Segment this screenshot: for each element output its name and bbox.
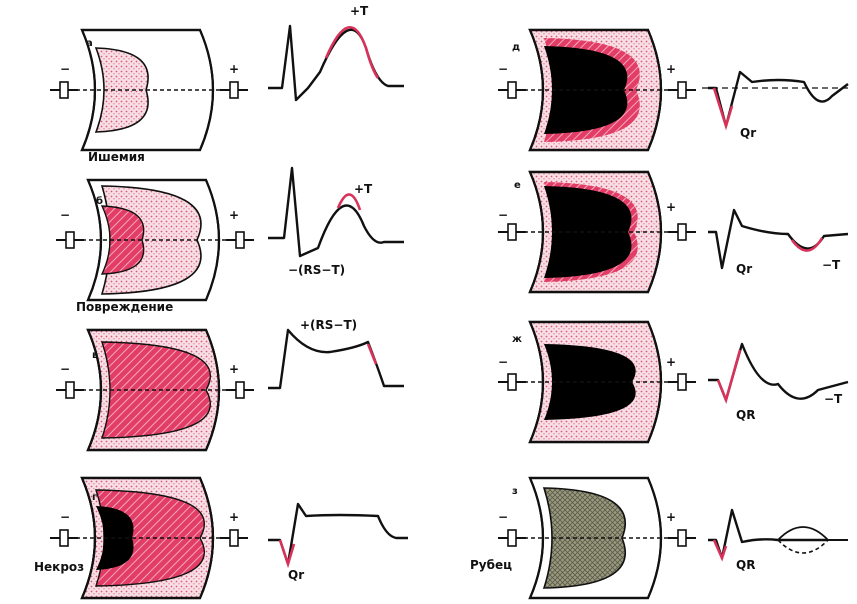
panel-h-wave-label: QR	[736, 558, 755, 572]
electrode-right-body	[230, 82, 238, 98]
panel-b-zone-label: Повреждение	[76, 300, 173, 314]
panel-g-electrode-right: +	[666, 355, 676, 369]
panel-h-electrode-right: +	[666, 510, 676, 524]
electrode-left-body	[60, 530, 68, 546]
wave-positive-t	[778, 527, 828, 540]
panel-d-zone-label: Некроз	[34, 560, 84, 574]
panel-c-electrode-left: −	[60, 362, 70, 376]
panel-f-wave-label-2: −T	[822, 258, 840, 272]
electrode-left-body	[66, 382, 74, 398]
panel-c	[56, 330, 404, 450]
panel-c-electrode-right: +	[229, 362, 239, 376]
panel-h-zone-label: Рубец	[470, 558, 512, 572]
panel-d-wave-label: Qr	[288, 568, 304, 582]
panel-b	[56, 168, 404, 300]
panel-a-zone-label: Ишемия	[88, 150, 145, 164]
panel-a-electrode-right: +	[229, 62, 239, 76]
electrode-left-body	[508, 530, 516, 546]
ecg-wave	[268, 168, 404, 256]
panel-f-letter: е	[514, 180, 521, 191]
panel-e-electrode-right: +	[666, 62, 676, 76]
panel-d	[50, 478, 408, 598]
panel-b-wave-label-2: −(RS−T)	[288, 263, 345, 277]
panel-d-electrode-left: −	[60, 510, 70, 524]
panel-b-electrode-right: +	[229, 208, 239, 222]
ecg-wave	[708, 510, 828, 558]
ecg-wave	[268, 504, 408, 564]
panel-f-wave-label: Qr	[736, 262, 752, 276]
electrode-right-body	[678, 530, 686, 546]
ecg-wave-highlight	[714, 88, 732, 126]
electrode-right-body	[678, 82, 686, 98]
panel-e	[498, 30, 848, 150]
panel-b-letter: б	[96, 196, 103, 207]
panel-e-wave-label: Qr	[740, 126, 756, 140]
panel-c-wave-label: +(RS−T)	[300, 318, 357, 332]
necrosis-zone	[544, 46, 627, 134]
panel-e-electrode-left: −	[498, 62, 508, 76]
electrode-right-body	[236, 382, 244, 398]
wave-negative-t	[778, 540, 828, 553]
electrode-left-body	[508, 82, 516, 98]
panel-c-letter: в	[92, 350, 98, 361]
panel-g-electrode-left: −	[498, 355, 508, 369]
panel-g	[498, 322, 848, 442]
electrode-right-body	[230, 530, 238, 546]
electrode-right-body	[678, 224, 686, 240]
ecg-wave-highlight	[718, 350, 740, 400]
panel-a-wave-label: +T	[350, 4, 368, 18]
panel-b-electrode-left: −	[60, 208, 70, 222]
ecg-wave	[268, 330, 404, 388]
electrode-left-body	[66, 232, 74, 248]
panel-h	[498, 478, 848, 598]
panel-f	[498, 172, 848, 292]
scar-zone	[544, 488, 625, 588]
panel-g-wave-label: QR	[736, 408, 755, 422]
panel-e-letter: д	[512, 42, 520, 53]
electrode-right-body	[236, 232, 244, 248]
electrode-left-body	[508, 224, 516, 240]
panel-f-electrode-right: +	[666, 200, 676, 214]
panel-g-wave-label-2: −T	[824, 392, 842, 406]
electrode-right-body	[678, 374, 686, 390]
panel-h-electrode-left: −	[498, 510, 508, 524]
panel-d-electrode-right: +	[229, 510, 239, 524]
ecg-wave-highlight	[326, 27, 378, 78]
electrode-left-body	[60, 82, 68, 98]
panel-a-letter: а	[86, 38, 93, 49]
panel-d-letter: г	[92, 492, 97, 503]
ecg-wave-highlight	[368, 344, 376, 364]
panel-h-letter: з	[512, 486, 518, 497]
panel-a-electrode-left: −	[60, 62, 70, 76]
panel-a	[50, 26, 404, 150]
panel-g-letter: ж	[512, 334, 522, 345]
electrode-left-body	[508, 374, 516, 390]
panel-b-wave-label: +T	[354, 182, 372, 196]
panel-f-electrode-left: −	[498, 208, 508, 222]
